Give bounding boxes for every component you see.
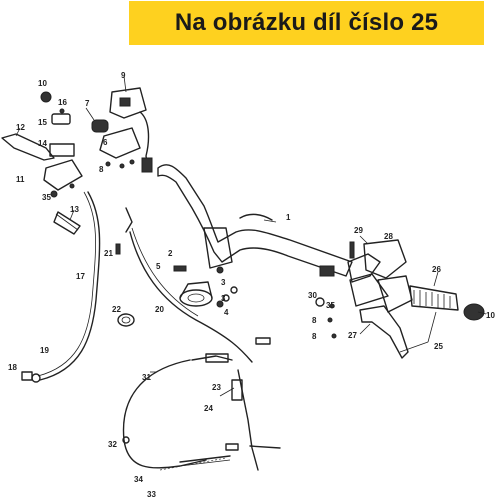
right-control-assembly bbox=[315, 239, 485, 359]
left-switch-assembly bbox=[40, 87, 153, 173]
label-29: 29 bbox=[354, 226, 363, 235]
label-32: 32 bbox=[108, 440, 117, 449]
title-banner: Na obrázku díl číslo 25 bbox=[129, 1, 484, 45]
label-28: 28 bbox=[384, 232, 393, 241]
label-20: 20 bbox=[155, 305, 164, 314]
label-17: 17 bbox=[76, 272, 85, 281]
handlebar bbox=[157, 164, 353, 307]
label-7: 7 bbox=[85, 99, 90, 108]
center-hardware bbox=[173, 265, 238, 308]
lower-cable bbox=[122, 337, 281, 471]
left-lever-assembly bbox=[1, 133, 83, 198]
label-9: 9 bbox=[121, 71, 126, 80]
label-22: 22 bbox=[112, 305, 121, 314]
label-16: 16 bbox=[58, 98, 67, 107]
label-6: 6 bbox=[103, 138, 108, 147]
label-11: 11 bbox=[16, 175, 25, 184]
label-30: 30 bbox=[308, 291, 317, 300]
label-33: 33 bbox=[147, 490, 156, 499]
label-14: 14 bbox=[38, 139, 47, 148]
label-8a: 8 bbox=[99, 165, 104, 174]
label-34: 34 bbox=[134, 475, 143, 484]
label-3: 3 bbox=[221, 278, 226, 287]
label-26: 26 bbox=[432, 265, 441, 274]
label-12: 12 bbox=[16, 123, 25, 132]
label-18: 18 bbox=[8, 363, 17, 372]
label-8c: 8 bbox=[312, 332, 317, 341]
label-4: 4 bbox=[224, 308, 229, 317]
label-23: 23 bbox=[212, 383, 221, 392]
label-19: 19 bbox=[40, 346, 49, 355]
banner-title: Na obrázku díl číslo 25 bbox=[174, 9, 439, 36]
center-cable bbox=[115, 207, 253, 363]
label-15: 15 bbox=[38, 118, 47, 127]
label-21: 21 bbox=[104, 249, 113, 258]
label-31: 31 bbox=[142, 373, 151, 382]
label-27: 27 bbox=[348, 331, 357, 340]
left-brake-cable bbox=[21, 191, 101, 383]
label-8b: 8 bbox=[312, 316, 317, 325]
label-3b: 3 bbox=[221, 294, 226, 303]
label-2: 2 bbox=[168, 249, 173, 258]
label-13: 13 bbox=[70, 205, 79, 214]
label-25: 25 bbox=[434, 342, 443, 351]
label-35b: 35 bbox=[326, 301, 335, 310]
part-labels: 1 2 3 3 4 5 6 7 8 8 8 9 10 10 11 12 13 1… bbox=[8, 71, 495, 499]
label-5: 5 bbox=[156, 262, 161, 271]
label-24: 24 bbox=[204, 404, 213, 413]
label-10a: 10 bbox=[38, 79, 47, 88]
label-35a: 35 bbox=[42, 193, 51, 202]
leader-lines bbox=[15, 75, 487, 397]
label-10b: 10 bbox=[486, 311, 495, 320]
label-1: 1 bbox=[286, 213, 291, 222]
